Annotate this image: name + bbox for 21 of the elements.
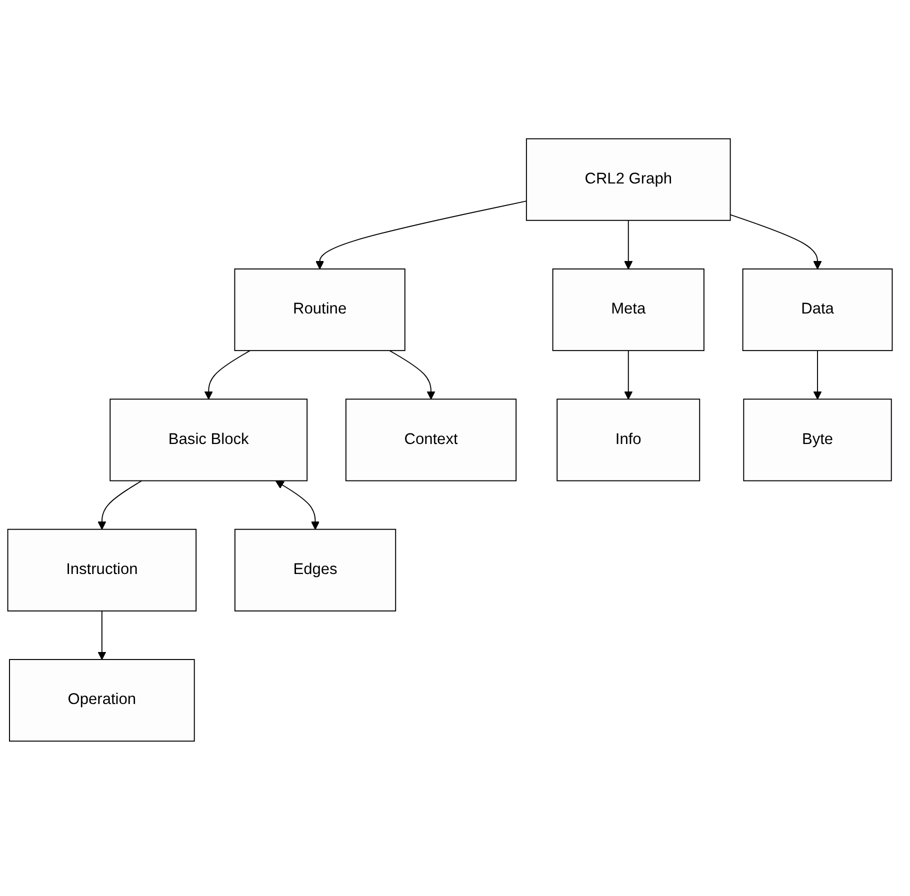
arrow — [730, 214, 822, 270]
arrow — [204, 350, 251, 400]
node-box: Data — [742, 268, 893, 352]
node-box: CRL2 Graph — [526, 138, 731, 221]
node-box: Basic Block — [110, 398, 308, 482]
arrow — [275, 480, 320, 530]
arrow — [624, 220, 633, 270]
arrow — [316, 200, 527, 270]
node-box: Edges — [234, 528, 396, 612]
arrow — [389, 350, 436, 400]
arrow — [813, 350, 822, 400]
node-box: Context — [345, 398, 517, 482]
arrow — [98, 610, 106, 660]
arrow — [624, 350, 633, 400]
node-box: Routine — [234, 268, 406, 352]
arrow — [98, 480, 142, 530]
node-box: Meta — [552, 268, 704, 352]
node-box: Info — [556, 398, 700, 482]
node-box: Instruction — [7, 528, 197, 612]
node-box: Operation — [9, 659, 195, 742]
node-box: Byte — [743, 398, 892, 482]
